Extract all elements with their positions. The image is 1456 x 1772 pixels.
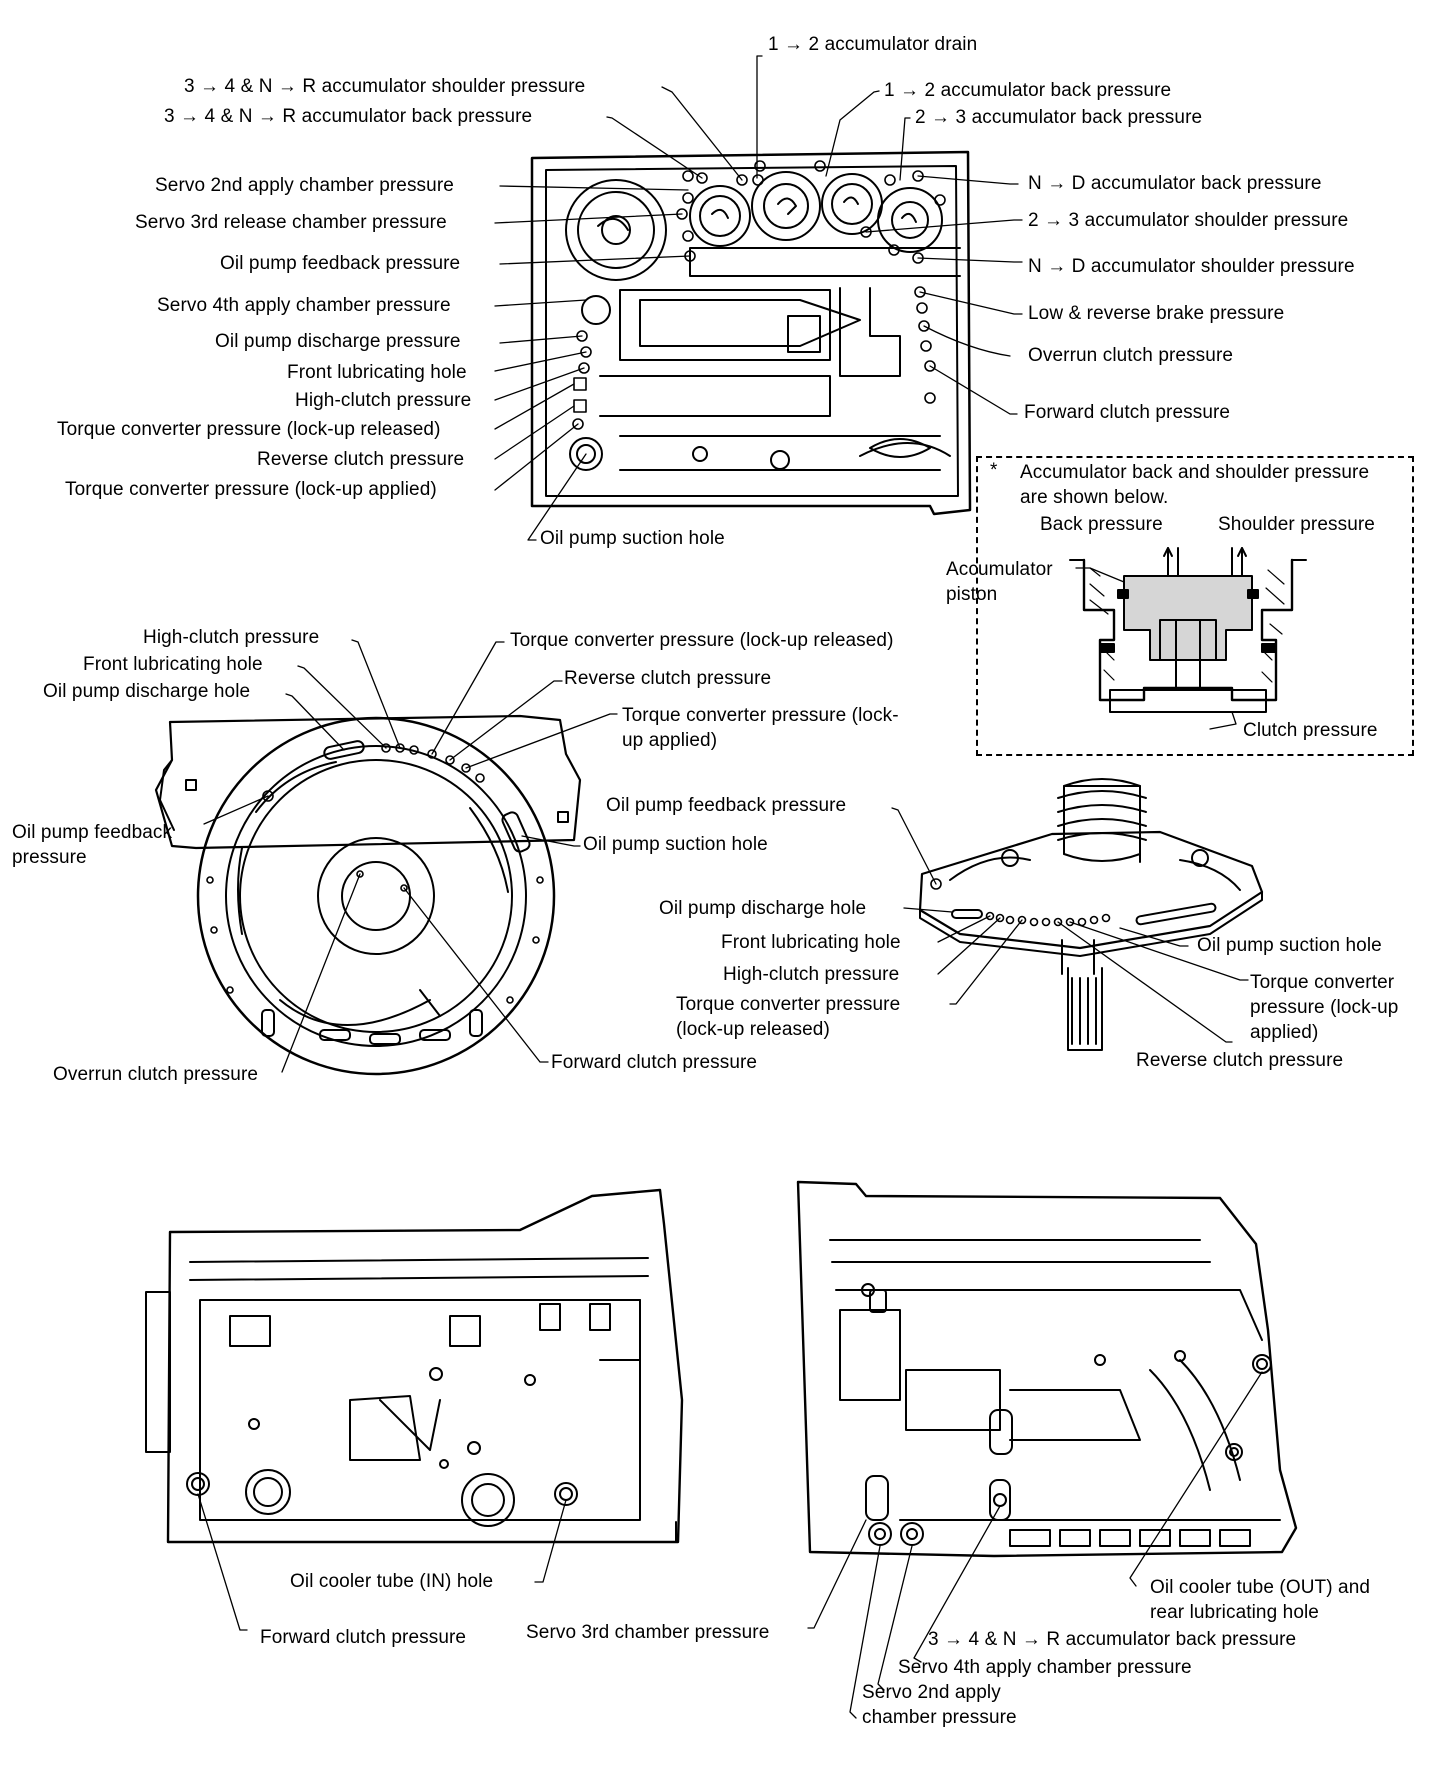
label-d2-oil-pump-feedback: Oil pump feedback pressure <box>12 822 173 868</box>
label-oil-pump-feedback: Oil pump feedback pressure <box>220 253 461 274</box>
oil-pump-leaders <box>891 807 1249 1043</box>
label-oil-pump-discharge: Oil pump discharge pressure <box>215 331 461 352</box>
note-shoulder-pressure: Shoulder pressure <box>1218 514 1375 535</box>
label-34nr-accumulator-shoulder: 3 → 4 & N → R accumulator shoulder press… <box>184 76 586 97</box>
note-back-pressure: Back pressure <box>1040 514 1163 535</box>
label-d2-tc-lockup-released: Torque converter pressure (lock-up relea… <box>510 630 894 651</box>
case-left-drawing <box>145 1188 684 1544</box>
case-face-ports <box>572 160 946 430</box>
label-reverse-clutch: Reverse clutch pressure <box>257 449 465 470</box>
note-title: Accumulator back and shoulder pressure a… <box>1020 462 1370 508</box>
label-d4-oil-cooler-in: Oil cooler tube (IN) hole <box>290 1571 494 1592</box>
label-d5-servo-2nd-apply: Servo 2nd apply chamber pressure <box>862 1682 1017 1728</box>
label-d3-oil-pump-discharge: Oil pump discharge hole <box>659 898 867 919</box>
label-nd-accumulator-back: N → D accumulator back pressure <box>1028 173 1322 194</box>
note-accumulator-piston: Accumulator piston <box>946 559 1053 605</box>
label-servo-3rd-release: Servo 3rd release chamber pressure <box>135 212 447 233</box>
label-d2-oil-pump-discharge: Oil pump discharge hole <box>43 681 251 702</box>
label-d5-servo-3rd-chamber: Servo 3rd chamber pressure <box>526 1622 770 1643</box>
label-d2-high-clutch: High-clutch pressure <box>143 627 320 648</box>
label-d5-servo-4th-apply: Servo 4th apply chamber pressure <box>898 1657 1192 1678</box>
label-d3-front-lubricating: Front lubricating hole <box>721 932 901 953</box>
note-clutch-pressure: Clutch pressure <box>1243 720 1378 741</box>
label-d3-tc-lockup-released: Torque converter pressure (lock-up relea… <box>676 994 901 1040</box>
label-tc-lockup-released: Torque converter pressure (lock-up relea… <box>57 419 441 440</box>
label-d5-oil-cooler-out: Oil cooler tube (OUT) and rear lubricati… <box>1150 1577 1371 1623</box>
label-forward-clutch: Forward clutch pressure <box>1024 402 1231 423</box>
label-tc-lockup-applied: Torque converter pressure (lock-up appli… <box>65 479 437 500</box>
label-d3-high-clutch: High-clutch pressure <box>723 964 900 985</box>
accumulator-note-box <box>976 456 1414 756</box>
oil-pump-ports <box>930 878 1111 927</box>
label-d2-forward-clutch: Forward clutch pressure <box>551 1052 758 1073</box>
label-12-accumulator-drain: 1 → 2 accumulator drain <box>768 34 978 55</box>
label-nd-accumulator-shoulder: N → D accumulator shoulder pressure <box>1028 256 1355 277</box>
label-34nr-accumulator-back: 3 → 4 & N → R accumulator back pressure <box>164 106 533 127</box>
label-overrun-clutch: Overrun clutch pressure <box>1028 345 1234 366</box>
label-oil-pump-suction: Oil pump suction hole <box>540 528 725 549</box>
label-23-accumulator-shoulder: 2 → 3 accumulator shoulder pressure <box>1028 210 1349 231</box>
label-23-accumulator-back: 2 → 3 accumulator back pressure <box>915 107 1203 128</box>
case-left-leaders <box>197 1493 567 1631</box>
label-d3-reverse-clutch: Reverse clutch pressure <box>1136 1050 1344 1071</box>
label-d4-forward-clutch: Forward clutch pressure <box>260 1627 467 1648</box>
accumulator-cross-section <box>1069 547 1307 730</box>
label-servo-4th-apply: Servo 4th apply chamber pressure <box>157 295 451 316</box>
label-d3-oil-pump-feedback: Oil pump feedback pressure <box>606 795 847 816</box>
label-front-lubricating: Front lubricating hole <box>287 362 467 383</box>
label-d2-front-lubricating: Front lubricating hole <box>83 654 263 675</box>
label-d2-tc-lockup-applied: Torque converter pressure (lock-up appli… <box>622 705 899 751</box>
oil-pump-drawing <box>918 778 1264 1051</box>
case-face-leaders <box>494 55 1023 541</box>
case-right-drawing <box>796 1180 1298 1558</box>
case-right-leaders <box>807 1371 1263 1719</box>
case-front-drawing <box>154 714 582 1076</box>
label-d3-oil-pump-suction: Oil pump suction hole <box>1197 935 1382 956</box>
label-12-accumulator-back: 1 → 2 accumulator back pressure <box>884 80 1172 101</box>
label-d2-overrun-clutch: Overrun clutch pressure <box>53 1064 259 1085</box>
label-high-clutch: High-clutch pressure <box>295 390 472 411</box>
case-front-holes <box>206 743 544 1004</box>
note-asterisk: * <box>990 460 998 481</box>
label-low-reverse-brake: Low & reverse brake pressure <box>1028 303 1285 324</box>
label-d3-tc-lockup-applied: Torque converter pressure (lock-up appli… <box>1250 972 1399 1043</box>
label-d5-34nr-accumulator-back: 3 → 4 & N → R accumulator back pressure <box>928 1629 1297 1650</box>
case-front-leaders <box>203 639 618 1073</box>
label-d2-reverse-clutch: Reverse clutch pressure <box>564 668 772 689</box>
label-servo-2nd-apply: Servo 2nd apply chamber pressure <box>155 175 454 196</box>
label-d2-oil-pump-suction: Oil pump suction hole <box>583 834 768 855</box>
case-face-drawing <box>530 150 972 516</box>
